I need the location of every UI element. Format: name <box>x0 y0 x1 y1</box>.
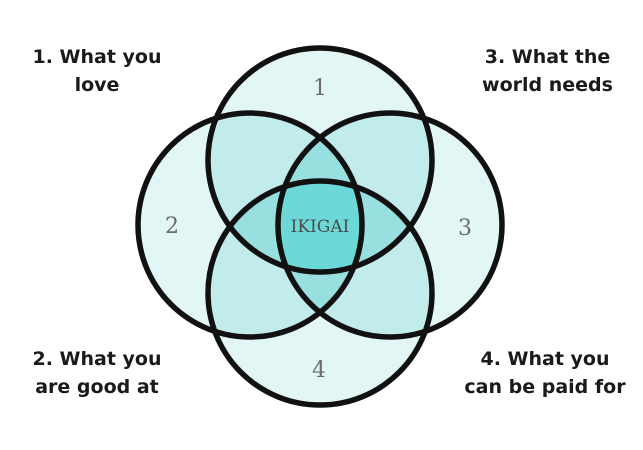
label-what-you-love: 1. What you love <box>22 43 172 99</box>
label-line: 4. What you <box>480 348 610 370</box>
overlap-2-3 <box>278 113 362 337</box>
circle-3-number: 3 <box>458 216 472 241</box>
label-line: love <box>74 74 120 96</box>
circle-4-outline <box>205 178 435 408</box>
circle-4-number: 4 <box>312 358 326 383</box>
circle-1-number: 1 <box>313 76 327 101</box>
circle-2-number: 2 <box>165 214 179 239</box>
circle-2-outline <box>135 110 365 340</box>
ikigai-center-label: IKIGAI <box>291 217 350 237</box>
label-line: world needs <box>482 74 613 96</box>
label-line: 3. What the <box>484 46 611 68</box>
label-what-you-are-good-at: 2. What you are good at <box>22 345 172 401</box>
circle-outlines <box>135 45 505 408</box>
circle-1-outline <box>205 45 435 275</box>
label-what-the-world-needs: 3. What the world needs <box>465 43 630 99</box>
circle-3-outline <box>275 110 505 340</box>
triple-overlaps <box>208 113 432 337</box>
label-line: can be paid for <box>464 376 626 398</box>
label-line: are good at <box>35 376 159 398</box>
label-what-you-can-be-paid-for: 4. What you can be paid for <box>455 345 635 401</box>
label-line: 2. What you <box>32 348 162 370</box>
overlap-1-4 <box>208 181 432 272</box>
label-line: 1. What you <box>32 46 162 68</box>
